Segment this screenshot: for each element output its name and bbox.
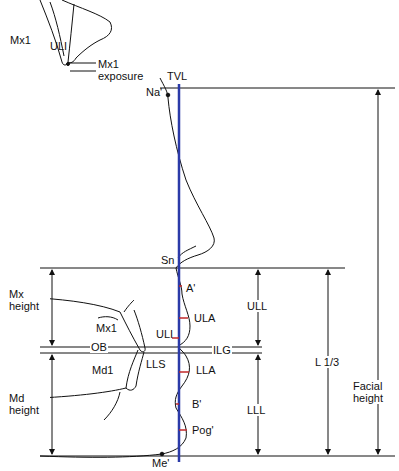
point-label: ILG: [212, 344, 232, 356]
point-label: L 1/3: [314, 356, 340, 368]
point-label: LLL: [246, 404, 266, 416]
point-label: B': [192, 398, 201, 410]
point-label: Sn: [160, 254, 175, 266]
point-label: ULI: [50, 40, 67, 52]
point-label: ULA: [194, 312, 215, 324]
point-label: LLA: [196, 364, 216, 376]
point-label: Me': [152, 457, 169, 469]
point-label: Md height: [8, 392, 50, 416]
point-label: Na': [146, 86, 162, 98]
point-label: ULI: [156, 328, 173, 340]
point-label: OB: [90, 341, 108, 353]
point-label: Mx1 exposure: [98, 58, 150, 82]
point-label: LLS: [146, 358, 166, 370]
point-label: Facial height: [352, 380, 396, 404]
point-label: A': [186, 282, 195, 294]
point-label: TVL: [166, 70, 188, 82]
point-label: ULL: [246, 300, 268, 312]
point-label: Mx height: [8, 288, 50, 312]
point-label: Mx1: [96, 322, 117, 334]
point-label: Mx1: [10, 34, 31, 46]
point-label: Md1: [92, 364, 113, 376]
point-label: Pog': [192, 424, 214, 436]
